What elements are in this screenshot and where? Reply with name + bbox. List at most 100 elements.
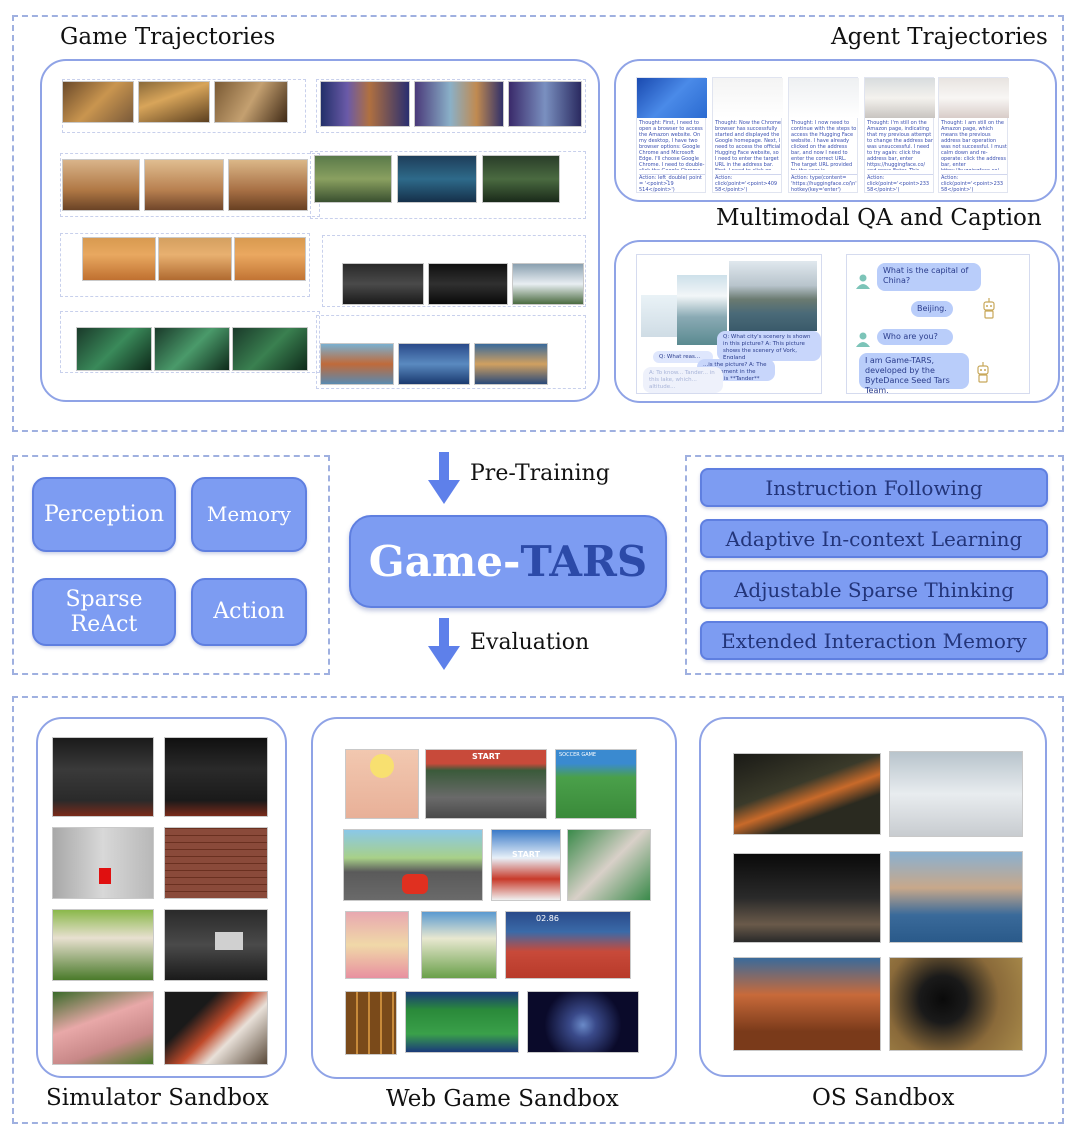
- agent-step-action: Action: click(point='<point>409 58</poin…: [715, 174, 781, 192]
- agent-step: Thought: I'm still on the Amazon page, i…: [864, 77, 935, 193]
- web-game-sandbox-panel: START SOCCER GAME START 02.86: [311, 717, 677, 1079]
- web-frame: [405, 991, 519, 1053]
- qa-photo-city: [729, 261, 817, 331]
- game-frame: [428, 263, 508, 305]
- sim-frame: [52, 991, 154, 1065]
- agent-trajectories-title: Agent Trajectories: [831, 24, 1048, 50]
- game-frame: [138, 81, 210, 123]
- game-frame: [232, 327, 308, 371]
- agent-step-action: Action: click(point='<point>233 58</poin…: [941, 174, 1007, 192]
- pre-training-arrow-icon: [426, 452, 462, 506]
- agent-step: Thought: I am still on the Amazon page, …: [938, 77, 1009, 193]
- web-frame: START: [425, 749, 547, 819]
- agent-step-screen: [789, 78, 859, 118]
- capability-interaction-memory: Extended Interaction Memory: [700, 621, 1048, 660]
- simulator-sandbox-title: Simulator Sandbox: [46, 1085, 269, 1111]
- web-frame: 02.86: [505, 911, 631, 979]
- web-frame: [345, 911, 409, 979]
- game-frame: [398, 343, 470, 385]
- game-frame: [76, 327, 152, 371]
- os-sandbox-panel: [699, 717, 1047, 1077]
- qa-question2-bubble: Q: What reas...: [653, 351, 713, 363]
- sim-frame: [164, 991, 268, 1065]
- image-qa-card: Q: What city's scenery is shown in this …: [636, 254, 822, 394]
- sim-frame: [164, 737, 268, 817]
- os-frame: [733, 753, 881, 835]
- os-sandbox-title: OS Sandbox: [812, 1085, 955, 1111]
- core-prefix: Game-: [368, 537, 521, 586]
- user-avatar-icon: [855, 331, 871, 347]
- qa-photo-back: [641, 295, 681, 337]
- game-frame: [214, 81, 288, 123]
- agent-step-action: Action: left_double( point = '<point>19 …: [639, 174, 705, 192]
- top-section: [12, 15, 1064, 432]
- pre-training-label: Pre-Training: [470, 461, 610, 486]
- game-frame: [62, 159, 140, 211]
- evaluation-arrow-icon: [426, 618, 462, 672]
- agent-step-thought: Thought: First, I need to open a browser…: [639, 120, 705, 170]
- agent-step-screen: [865, 78, 935, 118]
- agent-step-screen: [637, 78, 707, 118]
- game-frame: [397, 155, 477, 203]
- multimodal-qa-title: Multimodal QA and Caption: [716, 205, 1042, 231]
- chat-question-1: What is the capital of China?: [877, 263, 981, 291]
- agent-step-thought: Thought: I'm still on the Amazon page, i…: [867, 120, 933, 170]
- game-frame: [314, 155, 392, 203]
- chat-card: What is the capital of China? Beijing. W…: [846, 254, 1030, 395]
- sim-frame: [52, 827, 154, 899]
- game-frame: [154, 327, 230, 371]
- web-frame: [527, 991, 639, 1053]
- multimodal-qa-panel: Q: What city's scenery is shown in this …: [614, 240, 1060, 403]
- ability-memory: Memory: [191, 477, 307, 552]
- agent-step-thought: Thought: I now need to continue with the…: [791, 120, 857, 170]
- game-frame: [62, 81, 134, 123]
- sim-frame: [164, 909, 268, 981]
- sandbox-section: [12, 696, 1064, 1124]
- game-frame: [158, 237, 232, 281]
- sim-frame: [52, 909, 154, 981]
- web-frame: [567, 829, 651, 901]
- robot-avatar-icon: [975, 361, 991, 383]
- web-frame: [345, 749, 419, 819]
- ability-perception: Perception: [32, 477, 176, 552]
- evaluation-label: Evaluation: [470, 630, 590, 655]
- sim-frame: [164, 827, 268, 899]
- ability-action: Action: [191, 578, 307, 646]
- user-avatar-icon: [855, 273, 871, 289]
- web-frame: [345, 991, 397, 1055]
- chat-answer-1: Beijing.: [911, 301, 953, 317]
- qa-faded-bubble: A: To know... Tander... in this lake, wh…: [643, 367, 723, 393]
- chat-answer-2: I am Game-TARS, developed by the ByteDan…: [859, 353, 969, 395]
- agent-step-thought: Thought: Now the Chrome browser has succ…: [715, 120, 781, 170]
- agent-trajectories-panel: Thought: First, I need to open a browser…: [614, 59, 1057, 202]
- game-frame: [82, 237, 156, 281]
- os-frame: [889, 751, 1023, 837]
- ability-sparse-react-label: Sparse ReAct: [65, 586, 143, 637]
- robot-avatar-icon: [981, 297, 997, 319]
- agent-step-screen: [939, 78, 1009, 118]
- os-frame: [889, 851, 1023, 943]
- simulator-sandbox-panel: [36, 717, 287, 1078]
- game-frame: [474, 343, 548, 385]
- os-frame: [733, 853, 881, 943]
- web-frame: [421, 911, 497, 979]
- game-frame: [234, 237, 306, 281]
- agent-step-action: Action: type(content= 'https://huggingfa…: [791, 174, 857, 192]
- agent-step: Thought: I now need to continue with the…: [788, 77, 859, 193]
- chat-question-2: Who are you?: [877, 329, 953, 345]
- ability-sparse-react: Sparse ReAct: [32, 578, 176, 646]
- agent-step-screen: [713, 78, 783, 118]
- capabilities-panel: [685, 455, 1064, 675]
- web-game-sandbox-title: Web Game Sandbox: [386, 1086, 619, 1112]
- game-frame: [320, 343, 394, 385]
- game-tars-core: Game-TARS: [349, 515, 667, 608]
- game-frame: [414, 81, 504, 127]
- sim-frame: [52, 737, 154, 817]
- agent-step-action: Action: click(point='<point>233 58</poin…: [867, 174, 933, 192]
- qa-answer-bubble: Q: What city's scenery is shown in this …: [717, 331, 821, 361]
- game-frame: [144, 159, 224, 211]
- web-frame: START: [491, 829, 561, 901]
- capability-instruction-following: Instruction Following: [700, 468, 1048, 507]
- game-frame: [342, 263, 424, 305]
- web-frame: [343, 829, 483, 901]
